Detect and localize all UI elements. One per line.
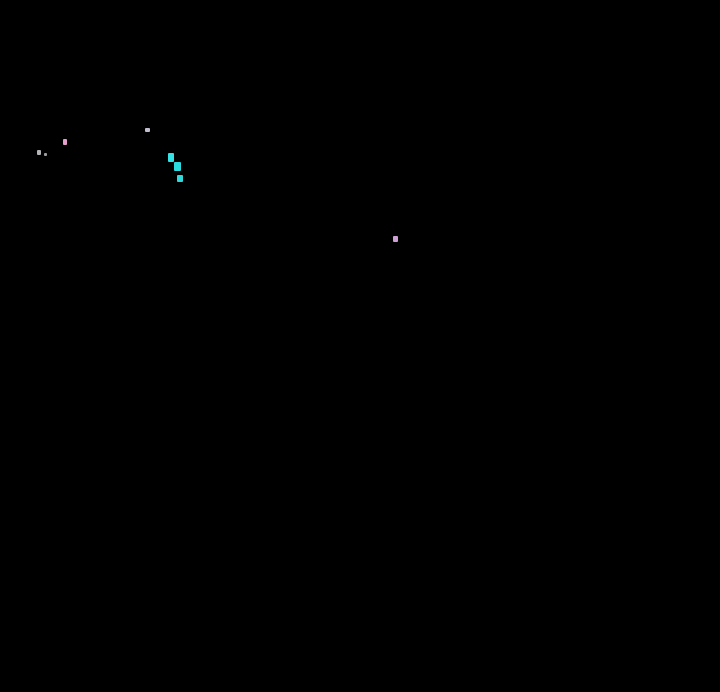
pink-speck-1 xyxy=(63,139,67,145)
cyan-speck-3 xyxy=(177,175,183,182)
white-speck-1 xyxy=(37,150,41,155)
white-speck-3 xyxy=(145,128,150,132)
cyan-speck-1 xyxy=(168,153,174,162)
cyan-speck-2 xyxy=(174,162,181,171)
white-speck-2 xyxy=(44,153,47,156)
lavender-speck-1 xyxy=(393,236,398,242)
